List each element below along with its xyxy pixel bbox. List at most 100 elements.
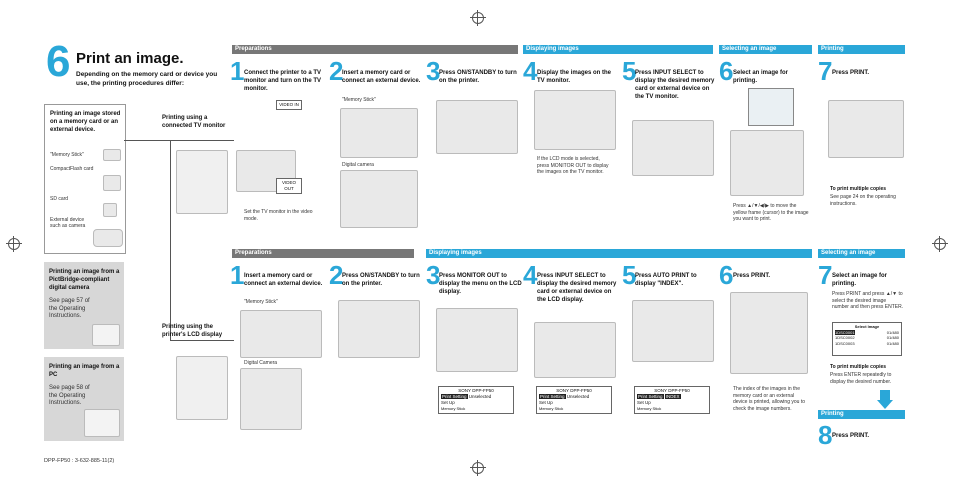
memory-card-box-title: Printing an image stored on a memory car… [50,111,121,133]
osd-index-value: INDEX [664,394,681,399]
row2-step6-number: 6 [719,260,734,290]
row2-step8-text: Press PRINT. [832,433,870,439]
row1-bar-printing: Printing [818,45,905,54]
branch-tv-label: Printing using a connected TV monitor [162,115,226,129]
connector-line-main [124,140,234,141]
row1-step2-number: 2 [329,56,344,86]
select-image-row: 1DSC0003 01/480 [835,341,899,347]
row2-step1-text: Insert a memory card or connect an exter… [244,273,323,287]
row2-step6-note: The index of the images in the memory ca… [733,386,805,412]
row1-step4-number: 4 [523,56,538,86]
row2-step5-osd: SONY DPP-FP50 Print Setting INDEX Set Up… [634,386,710,414]
row1-step7-note-title: To print multiple copies [830,186,887,192]
memory-stick-image [103,149,121,161]
row2-bar-preparations: Preparations [232,249,414,258]
row2-step1-number: 1 [230,260,245,290]
connector-line-vertical [170,140,171,340]
row1-step7-text: Press PRINT. [832,70,870,76]
row2-step5-number: 5 [622,260,637,290]
intro-text: Depending on the memory card or device y… [76,71,218,87]
osd-footer: Memory Stick [441,406,466,411]
osd-model: SONY DPP-FP50 [458,388,494,393]
row1-step3-text: Press ON/STANDBY to turn on the printer. [439,70,517,84]
row1-step2-image-a [340,108,418,158]
row2-step8-number: 8 [818,420,833,450]
row1-step7-note: See page 24 on the operating instruction… [830,194,896,207]
select-image-title: Select Image [854,324,880,329]
select-image-file: 1DSC0002 [835,335,855,340]
row2-step5-text: Press AUTO PRINT to display "INDEX". [635,273,697,287]
row2-step5-image [632,300,714,362]
osd-line1-value: Unselected [566,394,590,399]
pc-box: Printing an image from a PC See page 58 … [44,357,124,441]
row2-step3-osd: SONY DPP-FP50 Print Setting Unselected S… [438,386,514,414]
media-sd-card: SD card [50,196,69,202]
video-in-label: VIDEO IN [276,100,302,110]
row1-bar-selecting: Selecting an image [719,45,812,54]
select-image-file: 1DSC0003 [835,340,855,346]
row2-step4-image [534,322,616,378]
row1-step7-number: 7 [818,56,833,86]
row1-step5-text: Press INPUT SELECT to display the desire… [635,70,715,100]
row2-step7-number: 7 [818,260,833,290]
row1-step7-image [828,100,904,158]
row1-step1-number: 1 [230,56,245,86]
connector-line-lcd [170,340,234,341]
row1-bar-preparations: Preparations [232,45,518,54]
crop-mark-right [932,236,948,252]
media-external-device: External device such as camera [50,217,86,229]
row1-step5-number: 5 [622,56,637,86]
row1-step4-image [534,90,616,150]
camera-image [93,229,123,247]
row1-step2-image-b [340,170,418,228]
row1-bar-displaying: Displaying images [523,45,713,54]
osd-line1-label: Print Setting [539,394,566,399]
row2-step7-note2: Press ENTER repeatedly to display the de… [830,372,892,385]
row2-step1-note2: Digital Camera [244,360,278,366]
row1-step2-text: Insert a memory card or connect an exter… [342,70,421,84]
select-image-count: 01/480 [886,335,899,340]
branch-lcd-label: Printing using the printer's LCD display [162,324,223,338]
osd-model: SONY DPP-FP50 [556,388,592,393]
crop-mark-top [470,10,486,26]
media-compactflash: CompactFlash card [50,166,94,172]
row2-step2-text: Press ON/STANDBY to turn on the printer. [342,273,420,287]
row1-step1-note: Set the TV monitor in the video mode. [244,209,313,222]
video-out-label: VIDEO OUT [276,178,302,194]
crop-mark-bottom [470,460,486,476]
row2-bar-displaying: Displaying images [426,249,812,258]
row1-step6-text: Select an image for printing. [733,70,789,84]
pc-box-text: See page 58 of the Operating Instruction… [49,385,90,406]
crop-mark-left [6,236,22,252]
row2-step4-number: 4 [523,260,538,290]
pictbridge-box-text: See page 57 of the Operating Instruction… [49,298,90,319]
media-memory-stick: "Memory Stick" [50,152,84,158]
laptop-image [84,409,120,437]
osd-line1: Print Setting Unselected [441,394,511,400]
row2-step2-number: 2 [329,260,344,290]
footer-code: DPP-FP50 : 3-632-885-11(2) [44,458,115,464]
lcd-printer-image [176,356,228,420]
row1-step1-image [236,150,296,192]
select-image-count: 01/480 [886,329,899,335]
down-arrow-icon [877,400,893,409]
row1-step5-image [632,120,714,176]
row1-step3-image [436,100,518,154]
row1-step2-note2: Digital camera [342,162,374,168]
sd-card-image [103,203,117,217]
osd-line1: Print Setting Unselected [539,394,609,400]
row2-step4-text: Press INPUT SELECT to display the desire… [537,273,617,303]
row2-arrow-stem [880,390,890,400]
select-image-file: 1DSC0001 [835,329,855,335]
step-number: 6 [46,37,71,86]
row2-step3-image [436,308,518,372]
compactflash-image [103,175,121,191]
row2-step4-osd: SONY DPP-FP50 Print Setting Unselected S… [536,386,612,414]
row1-step4-note: If the LCD mode is selected, press MONIT… [537,156,609,175]
row2-step3-text: Press MONITOR OUT to display the menu on… [439,273,522,295]
osd-model: SONY DPP-FP50 [654,388,690,393]
row1-step6-image [730,130,804,196]
pc-box-title: Printing an image from a PC [49,364,120,378]
row1-step3-number: 3 [426,56,441,86]
row2-step7-note-title: To print multiple copies [830,364,887,370]
